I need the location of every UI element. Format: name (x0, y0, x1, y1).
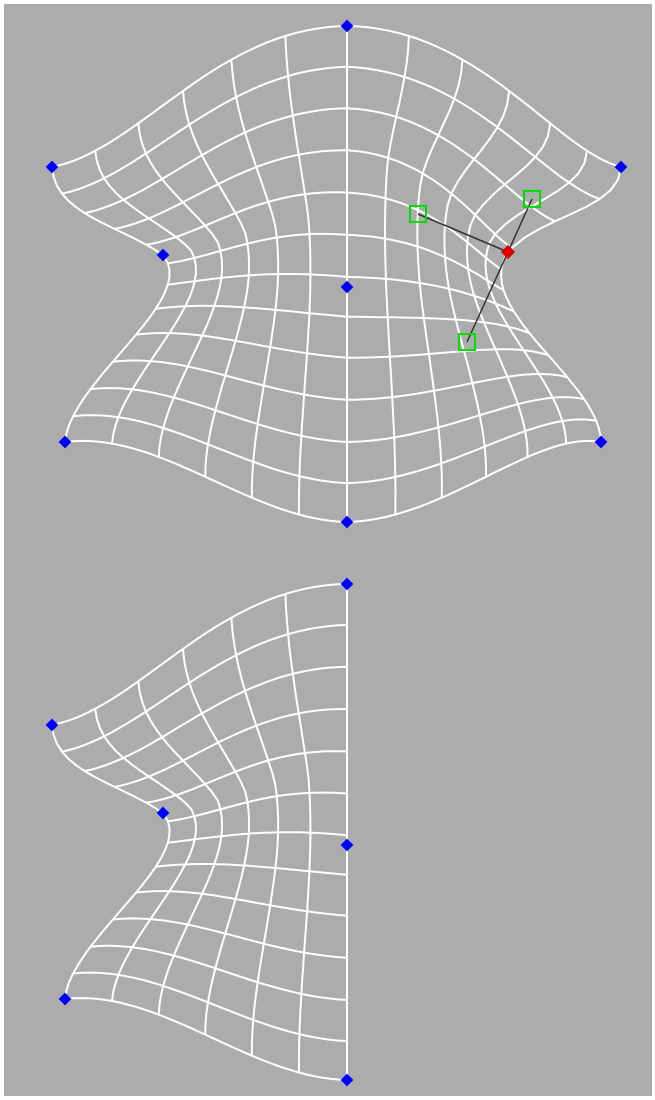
viewport (0, 0, 655, 1100)
uv-editor-canvas[interactable] (0, 0, 655, 1100)
